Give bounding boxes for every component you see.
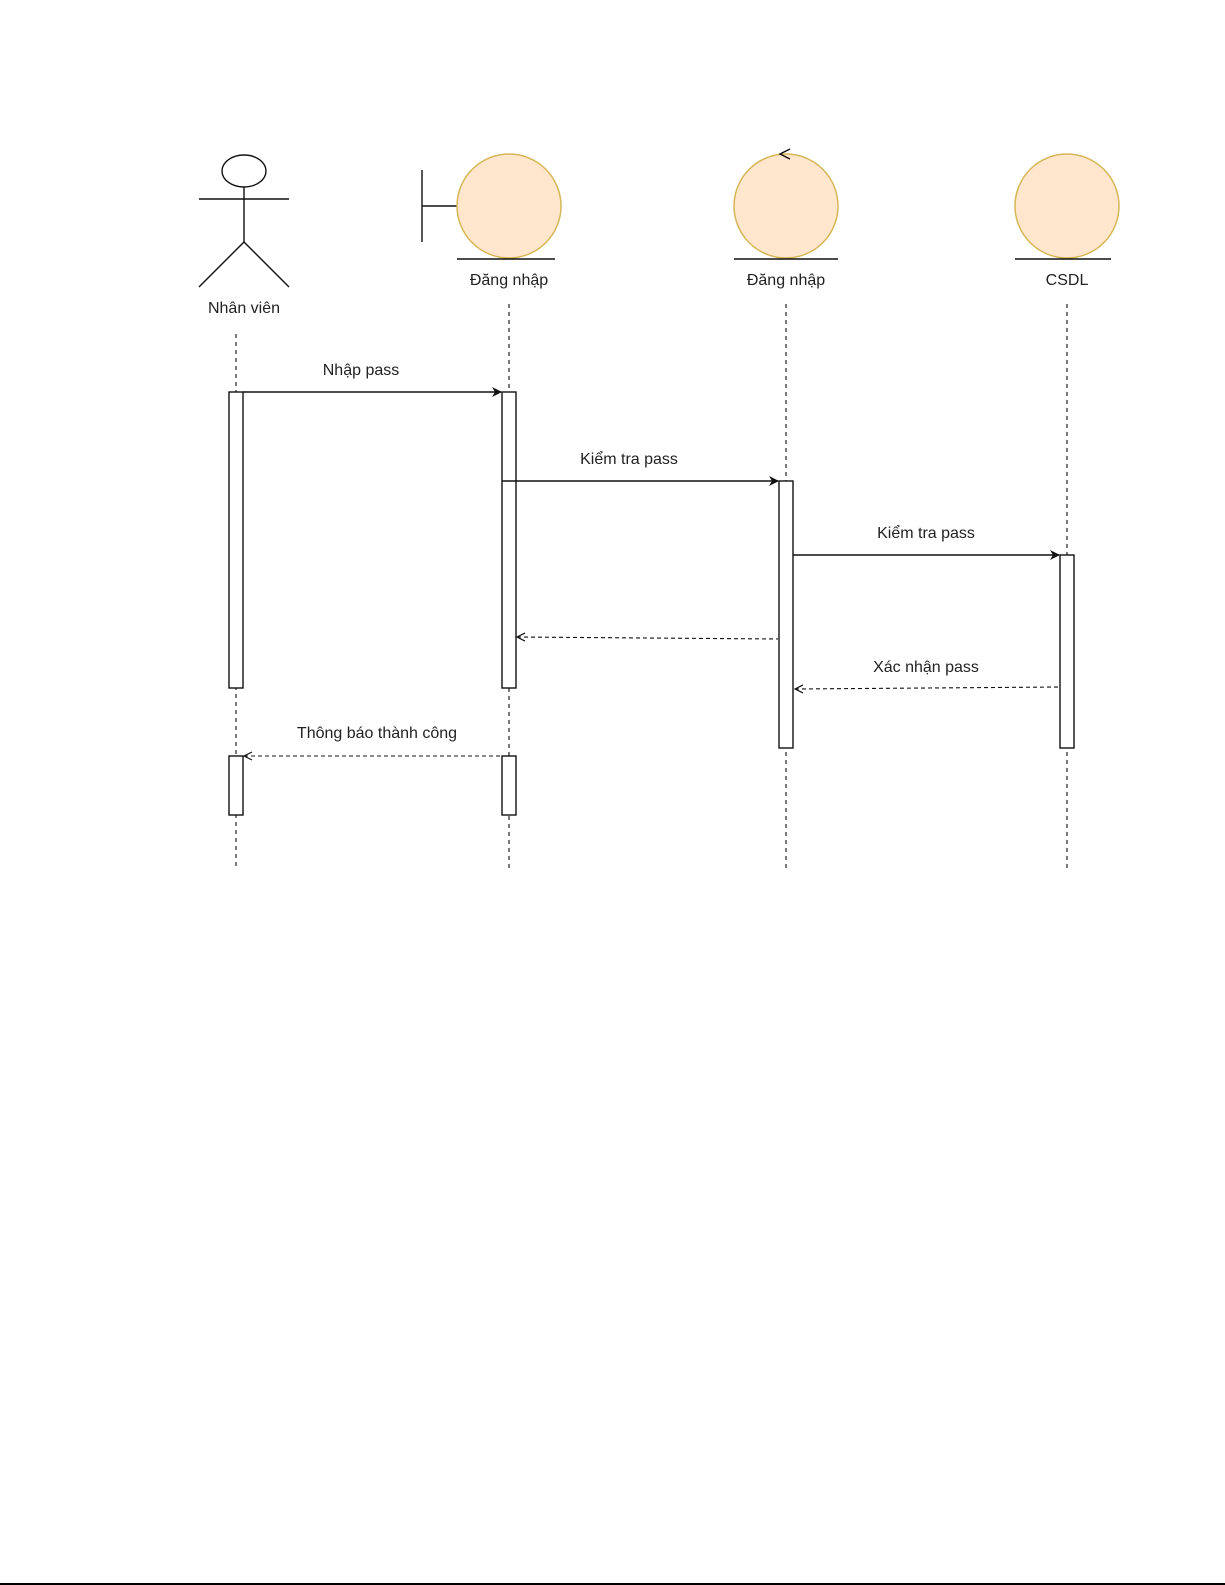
boundary-dang-nhap — [421, 153, 562, 260]
message-label: Nhập pass — [323, 362, 400, 379]
activation-bar — [778, 480, 794, 749]
activation-bar — [1059, 554, 1075, 749]
entity-csdl — [1014, 153, 1120, 260]
participant-label: Đăng nhập — [470, 272, 548, 289]
page-border — [0, 1583, 1225, 1585]
message-label: Xác nhận pass — [873, 659, 979, 676]
message-label: Thông báo thành công — [297, 725, 457, 742]
return-arrow — [517, 637, 779, 639]
activation-bar — [228, 391, 244, 689]
control-dang-nhap — [733, 148, 839, 260]
activation-bar — [228, 755, 244, 816]
message-label: Kiểm tra pass — [877, 524, 975, 542]
actor-nhan-vien — [198, 154, 290, 288]
participant-label: CSDL — [1046, 272, 1089, 289]
participant-label: Nhân viên — [208, 300, 280, 317]
participant-label: Đăng nhập — [747, 272, 825, 289]
activation-bar — [501, 755, 517, 816]
message-label: Kiểm tra pass — [580, 450, 678, 468]
return-arrow — [795, 687, 1061, 689]
activation-bar — [501, 391, 517, 689]
